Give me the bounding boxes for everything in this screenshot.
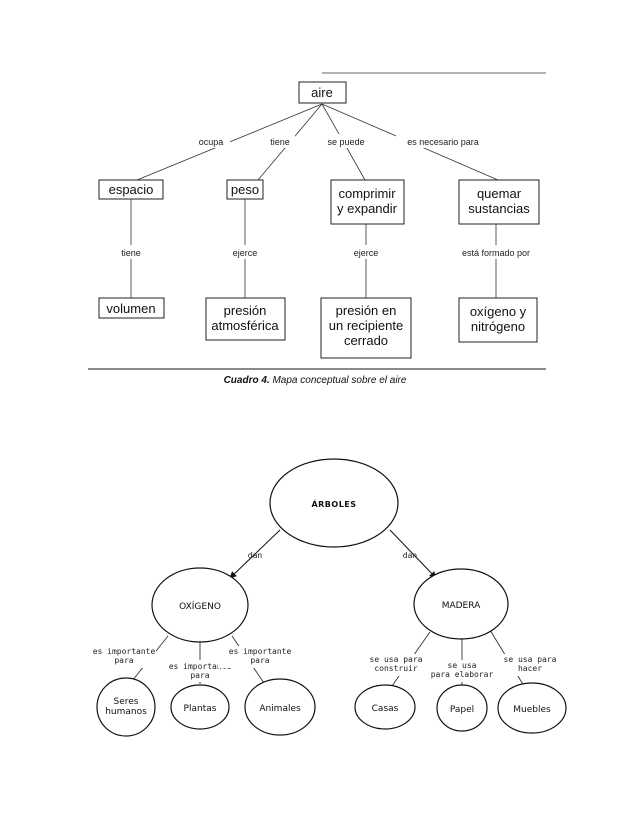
node-comprimir xyxy=(330,179,405,225)
node-volumen xyxy=(98,297,165,319)
node-plantas xyxy=(170,684,230,730)
link-dan-left: dan xyxy=(248,551,263,560)
text-line: sustancias xyxy=(468,201,530,216)
link-dan-right: dan xyxy=(403,551,418,560)
text-line: nitrógeno xyxy=(471,319,525,334)
node-casas xyxy=(354,684,416,730)
text-line: Seres xyxy=(114,697,139,707)
node-animales xyxy=(244,678,316,736)
node-peso xyxy=(226,179,264,200)
text-line: construir xyxy=(374,664,418,673)
node-peso-label: peso xyxy=(231,182,259,197)
text-line: cerrado xyxy=(344,333,388,348)
map-arboles: ÁRBOLES dan dan OXÍGENO MADERA es import… xyxy=(93,458,567,737)
sublink-ejerce-1: ejerce xyxy=(233,248,258,258)
node-papel-label: Papel xyxy=(450,705,474,715)
node-aire xyxy=(298,81,347,104)
text-line: para xyxy=(114,656,133,665)
root-connectors xyxy=(130,103,499,298)
sublink-ejerce-2: ejerce xyxy=(354,248,379,258)
node-papel xyxy=(436,684,488,732)
text-line: para xyxy=(190,671,209,680)
node-plantas-label: Plantas xyxy=(184,704,217,714)
sublink-esta-formado-por: está formado por xyxy=(462,248,530,258)
text-line: comprimir xyxy=(338,186,396,201)
caption-bold: Cuadro 4. xyxy=(224,375,270,386)
text-line: se usa para xyxy=(504,655,557,664)
node-oxigeno-nitrogeno xyxy=(458,297,538,343)
edge-arboles-madera xyxy=(389,529,437,579)
caption: Cuadro 4. Mapa conceptual sobre el aire xyxy=(224,375,407,386)
text-line: se usa xyxy=(448,661,477,670)
node-madera-label: MADERA xyxy=(442,601,481,611)
text-line: quemar xyxy=(477,186,522,201)
node-aire-label: aire xyxy=(311,85,333,100)
map-aire: aire ocupa tiene se puede es necesario p… xyxy=(88,72,546,386)
caption-text: Mapa conceptual sobre el aire xyxy=(270,375,407,386)
text-line: es importante xyxy=(229,647,292,656)
link-ocupa: ocupa xyxy=(199,137,224,147)
node-espacio xyxy=(98,179,164,200)
text-line: un recipiente xyxy=(329,318,403,333)
node-quemar xyxy=(458,179,540,225)
text-line: hacer xyxy=(518,664,542,673)
node-animales-label: Animales xyxy=(259,704,301,714)
text-line: oxígeno y xyxy=(470,304,527,319)
node-espacio-label: espacio xyxy=(109,182,154,197)
text-line: y expandir xyxy=(337,201,398,216)
node-muebles-label: Muebles xyxy=(513,705,551,715)
text-line: para elaborar xyxy=(431,670,494,679)
text-line: presión xyxy=(224,303,267,318)
node-arboles xyxy=(269,458,399,548)
text-line: es importante xyxy=(169,662,232,671)
text-line: presión en xyxy=(336,303,397,318)
node-arboles-label: ÁRBOLES xyxy=(311,498,356,509)
sublink-tiene: tiene xyxy=(121,248,141,258)
node-volumen-label: volumen xyxy=(106,301,155,316)
link-se-puede: se puede xyxy=(327,137,364,147)
node-oxigeno xyxy=(151,567,249,643)
node-madera xyxy=(413,568,509,640)
text-line: es importante xyxy=(93,647,156,656)
text-line: se usa para xyxy=(370,655,423,664)
node-presion-recipiente xyxy=(320,297,412,359)
node-presion-atmosferica xyxy=(205,297,286,341)
link-es-necesario-para: es necesario para xyxy=(407,137,479,147)
node-oxigeno-label: OXÍGENO xyxy=(179,600,221,612)
edge-arboles-oxigeno xyxy=(229,529,281,579)
text-line: para xyxy=(250,656,269,665)
node-casas-label: Casas xyxy=(372,704,399,714)
text-line: humanos xyxy=(105,707,147,717)
node-seres-humanos xyxy=(96,677,156,737)
text-line: atmosférica xyxy=(211,318,279,333)
node-muebles xyxy=(497,682,567,734)
link-tiene: tiene xyxy=(270,137,290,147)
